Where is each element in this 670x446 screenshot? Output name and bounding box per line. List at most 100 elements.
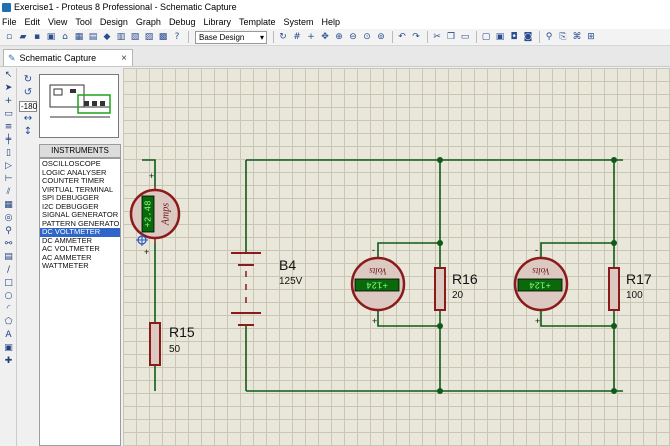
junction-dot-icon[interactable]: + [4, 96, 13, 106]
grid-icon[interactable]: # [293, 32, 301, 42]
instrument-counter-timer[interactable]: COUNTER TIMER [42, 177, 105, 185]
open-folder-icon[interactable]: ▰ [19, 32, 27, 42]
rotation-angle-field[interactable]: -180 [19, 101, 38, 112]
wire-vm2-top[interactable] [540, 242, 614, 258]
wire-vm2-bottom[interactable] [540, 311, 614, 327]
instrument-wattmeter[interactable]: WATTMETER [42, 262, 89, 270]
instrument-virtual-terminal[interactable]: VIRTUAL TERMINAL [42, 185, 114, 194]
wire-vm1-bottom[interactable] [377, 311, 440, 327]
2d-symbol-icon[interactable]: ▣ [4, 343, 13, 353]
refresh-icon[interactable]: ↻ [279, 32, 287, 42]
2d-circle-icon[interactable]: ○ [4, 291, 13, 301]
menu-debug[interactable]: Debug [168, 16, 196, 27]
source-code-icon[interactable]: ▩ [158, 32, 168, 42]
junction-dot[interactable] [611, 388, 617, 394]
menu-edit[interactable]: Edit [24, 16, 41, 27]
instrument-ac-ammeter[interactable]: AC AMMETER [42, 253, 92, 262]
search-icon[interactable]: ⚲ [545, 32, 553, 42]
dc-voltmeter-2[interactable] [513, 256, 569, 312]
pick-device-icon[interactable]: ⎘ [559, 32, 567, 42]
wire-vm1-top[interactable] [377, 242, 440, 258]
origin-icon[interactable]: + [307, 32, 315, 42]
mirror-vertical-icon[interactable]: ↕ [23, 126, 33, 137]
instrument-oscilloscope[interactable]: OSCILLOSCOPE [42, 160, 101, 168]
menu-help[interactable]: Help [321, 16, 341, 27]
current-probe-icon[interactable]: ⚯ [4, 239, 13, 249]
overview-preview[interactable] [39, 74, 119, 138]
instrument-ac-voltmeter[interactable]: AC VOLTMETER [42, 245, 100, 253]
pan-icon[interactable]: ✥ [321, 32, 329, 42]
voltage-probe-icon[interactable]: ⚲ [5, 226, 12, 236]
dc-ammeter[interactable] [129, 186, 181, 246]
resistor-r16[interactable] [434, 267, 446, 311]
3d-viewer-icon[interactable]: ◆ [103, 32, 111, 42]
wire-label-icon[interactable]: ▭ [4, 109, 13, 119]
tab-schematic-capture[interactable]: ✎ Schematic Capture × [3, 49, 133, 66]
close-tab-icon[interactable]: × [121, 52, 127, 64]
schematic-icon[interactable]: ▦ [74, 32, 84, 42]
device-pin-icon[interactable]: ⊢ [4, 174, 13, 184]
junction-dot[interactable] [437, 157, 443, 163]
instrument-spi-debugger[interactable]: SPI DEBUGGER [42, 194, 100, 202]
battery-b4[interactable] [231, 252, 261, 326]
instrument-dc-ammeter[interactable]: DC AMMETER [42, 236, 93, 245]
menu-tool[interactable]: Tool [75, 16, 92, 27]
mirror-horizontal-icon[interactable]: ↔ [23, 113, 33, 124]
2d-arc-icon[interactable]: ◜ [6, 304, 11, 314]
copy-icon[interactable]: ❐ [446, 32, 456, 42]
junction-dot[interactable] [611, 323, 617, 329]
2d-box-icon[interactable]: □ [4, 278, 13, 288]
block-move-icon[interactable]: ▣ [495, 32, 505, 42]
virtual-instruments-icon[interactable]: ▤ [4, 252, 13, 262]
menu-template[interactable]: Template [238, 16, 276, 27]
junction-dot[interactable] [437, 323, 443, 329]
resistor-r17[interactable] [608, 267, 620, 311]
generator-icon[interactable]: ◎ [4, 213, 13, 223]
zoom-area-icon[interactable]: ⊚ [377, 32, 385, 42]
zoom-out-icon[interactable]: ⊖ [349, 32, 357, 42]
menu-system[interactable]: System [283, 16, 314, 27]
subcircuit-icon[interactable]: ▯ [6, 148, 11, 158]
packaging-icon[interactable]: ⊞ [587, 32, 595, 42]
schematic-canvas[interactable]: +2.48 Amps + + Volts +124 - + [123, 68, 670, 446]
junction-dot[interactable] [437, 240, 443, 246]
menu-graph[interactable]: Graph [135, 16, 161, 27]
instrument-pattern-generator[interactable]: PATTERN GENERATO [42, 219, 120, 228]
junction-dot[interactable] [437, 388, 443, 394]
terminal-icon[interactable]: ▷ [5, 161, 12, 171]
bom-icon[interactable]: ▨ [144, 32, 154, 42]
junction-dot[interactable] [611, 157, 617, 163]
block-copy-icon[interactable]: ▢ [481, 32, 491, 42]
zoom-in-icon[interactable]: ⊕ [335, 32, 343, 42]
design-variant-select[interactable]: Base Design [195, 30, 267, 44]
dc-voltmeter-1[interactable] [350, 256, 406, 312]
2d-markers-icon[interactable]: ✚ [4, 356, 13, 366]
paste-icon[interactable]: ▭ [460, 32, 470, 42]
component-mode-icon[interactable]: ➤ [4, 83, 13, 93]
instrument-logic-analyser[interactable]: LOGIC ANALYSER [42, 168, 107, 177]
wire-ammeter-top[interactable] [142, 159, 156, 186]
menu-library[interactable]: Library [203, 16, 231, 27]
instrument-signal-generator[interactable]: SIGNAL GENERATOR [42, 211, 119, 219]
menu-file[interactable]: File [2, 16, 17, 27]
selection-mode-icon[interactable]: ↖ [4, 70, 13, 80]
resistor-r15[interactable] [149, 322, 161, 366]
help-icon[interactable]: ? [174, 32, 180, 42]
close-project-icon[interactable]: ▣ [46, 32, 56, 42]
block-delete-icon[interactable]: ◙ [523, 32, 533, 42]
rotate-anticlockwise-icon[interactable]: ↺ [23, 87, 33, 98]
pcb-icon[interactable]: ▤ [88, 32, 98, 42]
junction-dot[interactable] [611, 240, 617, 246]
instrument-dc-voltmeter[interactable]: DC VOLTMETER [40, 228, 120, 237]
2d-text-icon[interactable]: A [5, 330, 12, 340]
menu-view[interactable]: View [48, 16, 68, 27]
text-script-icon[interactable]: ≡ [4, 122, 13, 132]
gerber-icon[interactable]: ▥ [116, 32, 126, 42]
make-device-icon[interactable]: ⌘ [572, 32, 582, 42]
cut-icon[interactable]: ✂ [433, 32, 441, 42]
bus-icon[interactable]: ╪ [5, 135, 12, 145]
new-file-icon[interactable]: ▫ [5, 32, 13, 42]
instrument-i2c-debugger[interactable]: I2C DEBUGGER [42, 202, 99, 211]
block-rotate-icon[interactable]: ◘ [510, 32, 518, 42]
design-explorer-icon[interactable]: ▧ [130, 32, 140, 42]
